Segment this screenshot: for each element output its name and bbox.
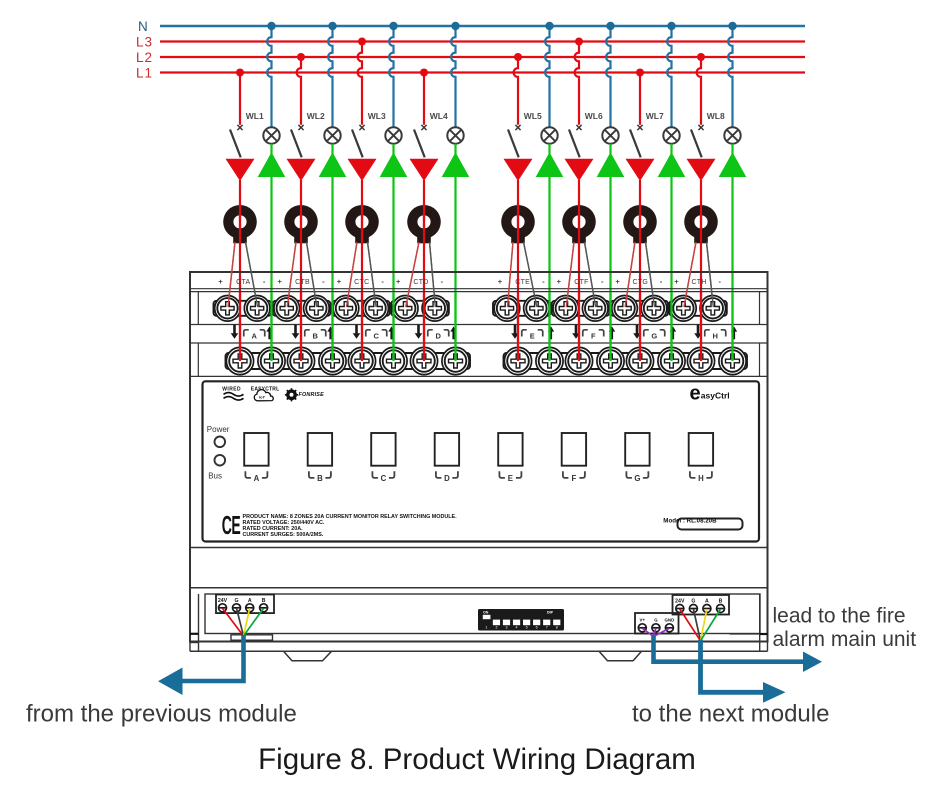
svg-text:IoT: IoT <box>259 395 266 400</box>
svg-text:F: F <box>591 331 596 340</box>
svg-text:WL7: WL7 <box>646 111 664 121</box>
svg-text:to the next module: to the next module <box>632 701 829 728</box>
svg-text:alarm main unit: alarm main unit <box>773 628 917 651</box>
svg-text:ON: ON <box>483 611 489 615</box>
svg-text:24V: 24V <box>675 599 685 605</box>
svg-text:A: A <box>254 474 260 483</box>
svg-text:G: G <box>634 474 640 483</box>
svg-text:RATED CURRENT: 20A.: RATED CURRENT: 20A. <box>243 526 304 532</box>
svg-text:-: - <box>542 277 545 286</box>
svg-text:GND: GND <box>665 617 675 622</box>
svg-text:CE: CE <box>222 511 240 540</box>
svg-text:C: C <box>374 331 380 340</box>
svg-text:WL4: WL4 <box>430 111 448 121</box>
svg-text:D: D <box>444 474 450 483</box>
svg-text:Bus: Bus <box>208 471 222 480</box>
svg-text:CTC: CTC <box>354 279 369 286</box>
svg-text:F: F <box>572 474 577 483</box>
svg-text:A: A <box>248 598 252 604</box>
svg-text:2: 2 <box>495 626 497 630</box>
svg-text:G: G <box>691 599 695 605</box>
svg-text:B: B <box>719 599 723 605</box>
svg-text:+: + <box>498 277 503 286</box>
svg-text:V+: V+ <box>640 617 646 622</box>
svg-text:G: G <box>651 331 657 340</box>
svg-text:+: + <box>615 277 620 286</box>
svg-text:e: e <box>690 382 701 404</box>
svg-text:+: + <box>396 277 401 286</box>
svg-text:from the previous module: from the previous module <box>26 701 297 728</box>
svg-text:PRODUCT NAME: 8 ZONES 20A CURR: PRODUCT NAME: 8 ZONES 20A CURRENT MONITO… <box>243 514 458 520</box>
svg-text:CTD: CTD <box>413 279 428 286</box>
svg-text:B: B <box>317 474 323 483</box>
svg-text:DIP: DIP <box>547 611 554 615</box>
svg-text:G: G <box>654 617 658 622</box>
svg-text:7: 7 <box>546 626 548 630</box>
svg-text:EASYCTRL: EASYCTRL <box>251 387 280 393</box>
svg-text:WL5: WL5 <box>524 111 542 121</box>
svg-text:L2: L2 <box>136 50 153 65</box>
svg-text:RATED VOLTAGE: 250/440V AC.: RATED VOLTAGE: 250/440V AC. <box>243 520 325 526</box>
svg-text:5: 5 <box>526 626 528 630</box>
svg-text:H: H <box>713 331 718 340</box>
svg-text:Figure 8. Product Wiring Diagr: Figure 8. Product Wiring Diagram <box>258 743 696 776</box>
svg-text:G: G <box>234 598 238 604</box>
svg-text:WL2: WL2 <box>307 111 325 121</box>
svg-text:6: 6 <box>536 626 538 630</box>
svg-text:24V: 24V <box>218 598 228 604</box>
svg-text:Power: Power <box>207 425 230 434</box>
svg-text:H: H <box>698 474 704 483</box>
svg-text:L3: L3 <box>136 35 153 50</box>
svg-text:E: E <box>530 331 535 340</box>
svg-text:-: - <box>263 277 266 286</box>
svg-text:A: A <box>705 599 709 605</box>
svg-text:WL8: WL8 <box>707 111 725 121</box>
svg-text:CURRENT SURGES: 500A/2MS.: CURRENT SURGES: 500A/2MS. <box>243 532 324 538</box>
svg-text:-: - <box>719 277 722 286</box>
svg-text:WIRED: WIRED <box>222 387 241 393</box>
svg-text:-: - <box>660 277 663 286</box>
svg-text:Model : RL.08.20B: Model : RL.08.20B <box>663 518 717 525</box>
svg-text:B: B <box>313 331 319 340</box>
svg-text:WL1: WL1 <box>246 111 264 121</box>
svg-text:asyCtrl: asyCtrl <box>701 391 730 401</box>
svg-text:B: B <box>262 598 266 604</box>
svg-text:lead to the fire: lead to the fire <box>773 605 906 628</box>
svg-text:N: N <box>138 19 148 34</box>
svg-text:+: + <box>557 277 562 286</box>
svg-text:-: - <box>601 277 604 286</box>
svg-text:D: D <box>436 331 442 340</box>
svg-text:E: E <box>508 474 513 483</box>
svg-text:WL6: WL6 <box>585 111 603 121</box>
svg-text:3: 3 <box>506 626 508 630</box>
svg-text:A: A <box>252 331 258 340</box>
svg-text:8: 8 <box>556 626 558 630</box>
svg-text:4: 4 <box>516 626 518 630</box>
svg-text:CTH: CTH <box>691 279 706 286</box>
svg-text:+: + <box>218 277 223 286</box>
svg-text:WL3: WL3 <box>368 111 386 121</box>
svg-text:+: + <box>278 277 283 286</box>
svg-text:FONRISE: FONRISE <box>299 392 325 398</box>
svg-text:CTE: CTE <box>515 279 530 286</box>
svg-text:L1: L1 <box>136 66 153 81</box>
svg-text:+: + <box>337 277 342 286</box>
svg-text:-: - <box>322 277 325 286</box>
svg-text:-: - <box>441 277 444 286</box>
svg-text:+: + <box>674 277 679 286</box>
svg-text:1: 1 <box>485 626 487 630</box>
svg-text:C: C <box>381 474 387 483</box>
svg-text:CTA: CTA <box>236 279 250 286</box>
svg-text:CTB: CTB <box>295 279 310 286</box>
svg-text:CTF: CTF <box>574 279 589 286</box>
svg-text:-: - <box>381 277 384 286</box>
svg-text:CTG: CTG <box>632 279 648 286</box>
